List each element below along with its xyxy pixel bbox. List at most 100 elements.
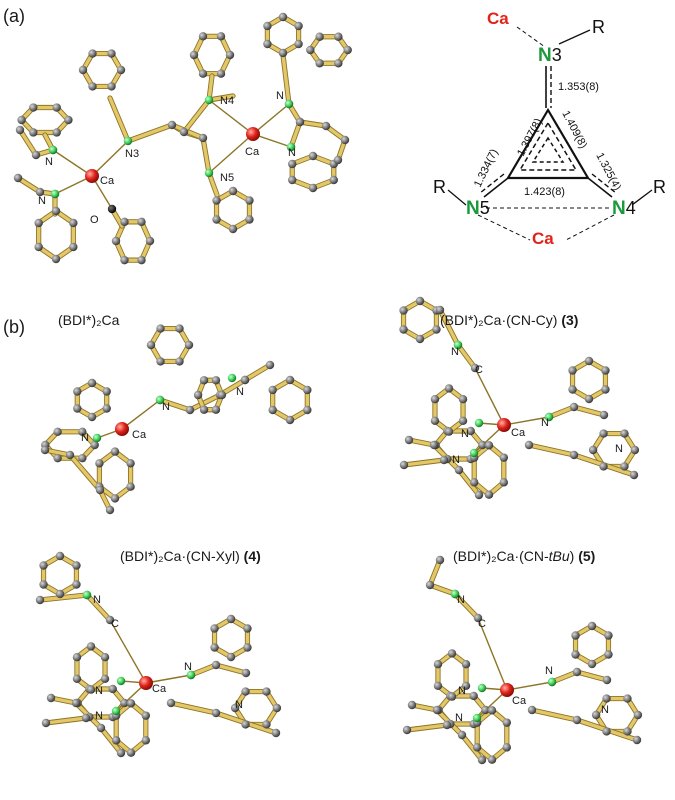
bond [456,343,477,370]
carbon-atom [107,49,116,58]
bond [126,123,174,143]
scheme-n3: N3 [538,45,562,66]
carbon-atom [53,453,62,463]
calcium-atom [500,683,514,697]
carbon-atom [126,459,135,468]
carbon-atom [86,685,96,694]
carbon-atom [439,455,449,465]
carbon-atom [110,447,120,456]
bond [457,468,481,497]
carbon-atom [226,614,236,624]
bond [108,96,130,143]
bond [550,670,579,684]
coordination-bond [121,399,161,430]
carbon-atom [469,478,479,487]
scheme-n5: N5 [466,198,490,219]
carbon-atom [40,445,50,455]
carbon-atom [55,551,65,561]
carbon-atom [474,490,484,500]
carbon-atom [39,580,48,589]
carbon-atom [110,494,120,503]
carbon-atom [81,713,91,723]
bond [43,448,72,457]
carbon-atom [599,429,608,438]
carbon-atom [399,460,409,470]
bond [189,663,218,677]
carbon-atom [572,715,582,725]
carbon-atom [502,743,512,752]
carbon-atom [116,65,126,75]
nitrogen-atom [227,373,237,383]
nitrogen-atom [477,683,487,693]
carbon-atom [602,675,612,685]
label-n: N [451,346,459,358]
carbon-atom [137,217,146,227]
bond-length-left-lower: 1.334(7) [472,147,501,189]
carbon-atom [263,39,272,49]
carbon-atom [88,49,97,58]
scheme-ca-bottom: Ca [532,229,554,248]
oxygen-atom [107,204,117,214]
carbon-atom [303,405,312,415]
carbon-atom [141,711,151,720]
carbon-atom [86,642,96,651]
carbon-atom [601,385,610,394]
carbon-atom [430,416,440,425]
carbon-atom [599,462,608,471]
carbon-atom [587,621,597,631]
carbon-atom [198,133,208,143]
scheme-dash-n5-ca [477,214,531,241]
scheme-bond-c-n4-dash [591,173,617,194]
carbon-atom [447,692,457,701]
bond [402,458,446,467]
nitrogen-atom [453,340,463,350]
label-n: N [81,432,89,444]
label-ca: Ca [512,695,527,707]
carbon-atom [64,115,73,125]
nitrogen-atom [186,670,196,680]
label-c: C [478,618,486,630]
carbon-atom [444,384,454,393]
carbon-atom [55,589,65,599]
carbon-atom [340,135,350,145]
carbon-atom [473,613,483,623]
coordination-bond [109,619,147,684]
nitrogen-atom [450,589,460,599]
scheme-dash-n4-ca [565,214,615,241]
bond [188,393,222,412]
carbon-atom [343,45,352,55]
carbon-atom [105,505,115,515]
carbon-atom [29,103,38,112]
carbon-atom [623,727,632,736]
nitrogen-atom [472,713,482,723]
carbon-atom [623,694,632,703]
carbon-atom [145,236,155,246]
carbon-atom [268,405,277,415]
carbon-atom [329,175,338,185]
carbon-atom [478,440,487,450]
carbon-atom [193,390,203,400]
carbon-atom [120,255,129,265]
carbon-atom [245,215,254,224]
carbon-atom [241,720,250,729]
label-n: N [184,661,192,673]
carbon-atom [211,708,221,718]
coordination-bond [208,99,254,135]
carbon-atom [630,445,640,455]
carbon-atom [211,376,221,385]
label-ca: Ca [245,146,260,158]
scheme-dash-ca-n3 [516,26,546,48]
label-n: N [38,195,46,207]
label-o: O [90,214,99,226]
carbon-atom [263,21,272,31]
scheme-ring [506,107,590,180]
carbon-atom [29,128,38,137]
carbon-atom [294,21,303,31]
carbon-atom [73,404,82,413]
carbon-atom [481,705,490,715]
label-c: C [475,364,483,376]
carbon-atom [111,236,121,246]
scheme-bond-c-n5 [483,177,509,198]
carbon-atom [34,218,43,228]
title-compound-5: (BDI*)₂Ca·(CN-tBu) (5) [453,548,595,564]
